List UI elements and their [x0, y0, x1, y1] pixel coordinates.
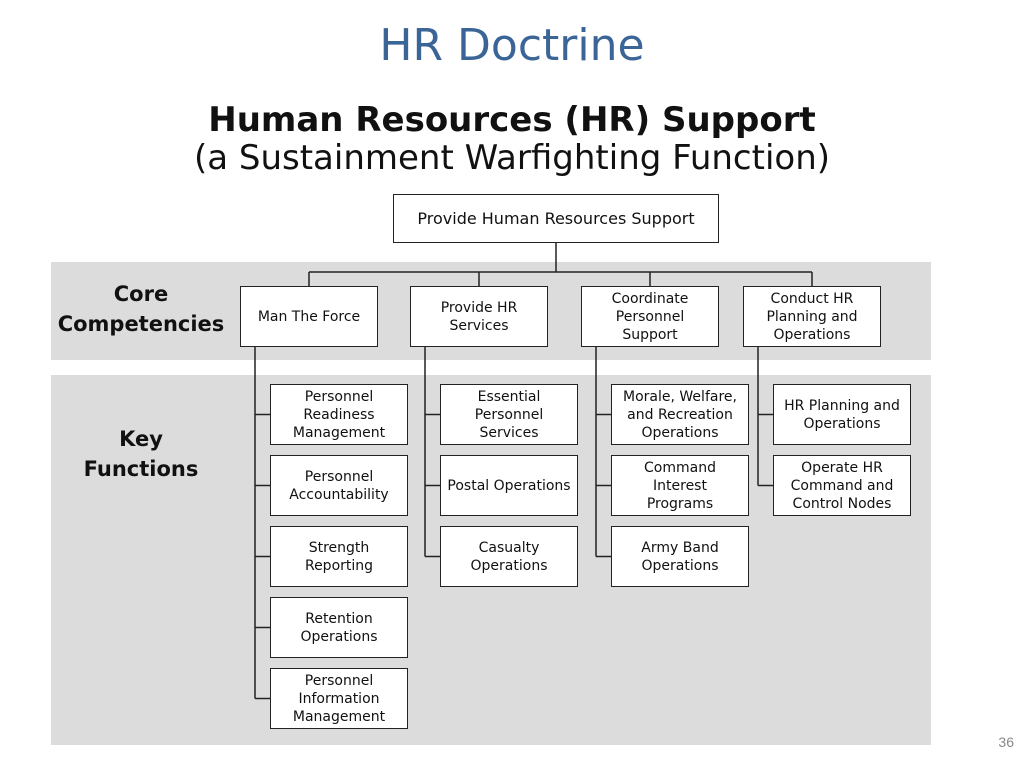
- core-competencies-label: Core Competencies: [57, 282, 225, 336]
- key-functions-label: Key Functions: [83, 427, 199, 481]
- key-function-box: Personnel Readiness Management: [270, 384, 408, 445]
- key-function-box: Strength Reporting: [270, 526, 408, 587]
- diagram-subtitle: (a Sustainment Warfighting Function): [193, 138, 831, 178]
- key-function-box: Personnel Information Management: [270, 668, 408, 729]
- key-function-box: Operate HR Command and Control Nodes: [773, 455, 911, 516]
- core-competency-box: Conduct HR Planning and Operations: [743, 286, 881, 347]
- root-node: Provide Human Resources Support: [393, 194, 719, 243]
- diagram-title: Human Resources (HR) Support: [208, 100, 816, 140]
- core-competency-box: Provide HR Services: [410, 286, 548, 347]
- key-function-box: Postal Operations: [440, 455, 578, 516]
- page-number: 36: [998, 734, 1014, 750]
- key-function-box: Army Band Operations: [611, 526, 749, 587]
- key-function-box: Command Interest Programs: [611, 455, 749, 516]
- key-function-box: Personnel Accountability: [270, 455, 408, 516]
- slide-title: HR Doctrine: [379, 20, 645, 71]
- key-function-box: Retention Operations: [270, 597, 408, 658]
- key-function-box: Morale, Welfare, and Recreation Operatio…: [611, 384, 749, 445]
- key-function-box: Essential Personnel Services: [440, 384, 578, 445]
- core-competency-box: Man The Force: [240, 286, 378, 347]
- key-function-box: Casualty Operations: [440, 526, 578, 587]
- key-function-box: HR Planning and Operations: [773, 384, 911, 445]
- core-competency-box: Coordinate Personnel Support: [581, 286, 719, 347]
